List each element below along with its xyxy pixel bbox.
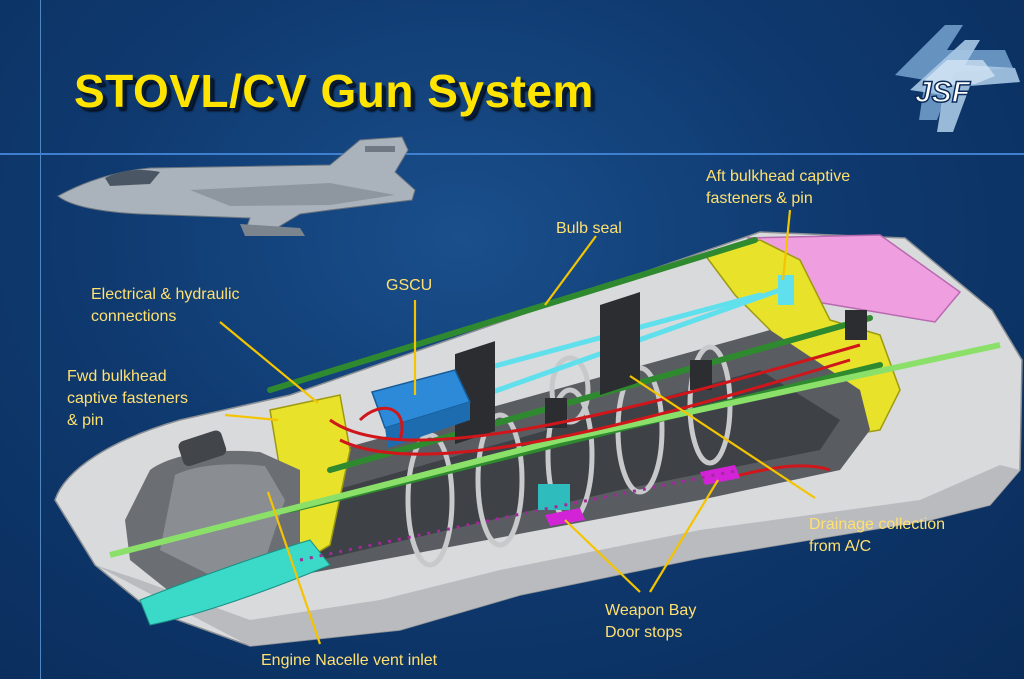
jsf-logo-text: JSF	[915, 76, 971, 109]
horizontal-divider	[0, 153, 1024, 155]
fwd-bulkhead-label: Fwd bulkhead captive fasteners & pin	[67, 368, 188, 429]
drainage-collection-label: Drainage collection from A/C	[809, 516, 946, 555]
engine-nacelle-label: Engine Nacelle vent inlet	[261, 652, 438, 669]
door-stops-label: Weapon Bay Door stops	[605, 602, 697, 641]
slide-title: STOVL/CV Gun System	[74, 65, 594, 117]
electrical-hydraulic-label: Electrical & hydraulic connections	[91, 286, 240, 325]
vertical-divider	[40, 0, 41, 679]
bulb-seal-label: Bulb seal	[556, 220, 622, 237]
gscu-label: GSCU	[386, 277, 433, 294]
aft-bulkhead-label: Aft bulkhead captive fasteners & pin	[706, 168, 851, 207]
